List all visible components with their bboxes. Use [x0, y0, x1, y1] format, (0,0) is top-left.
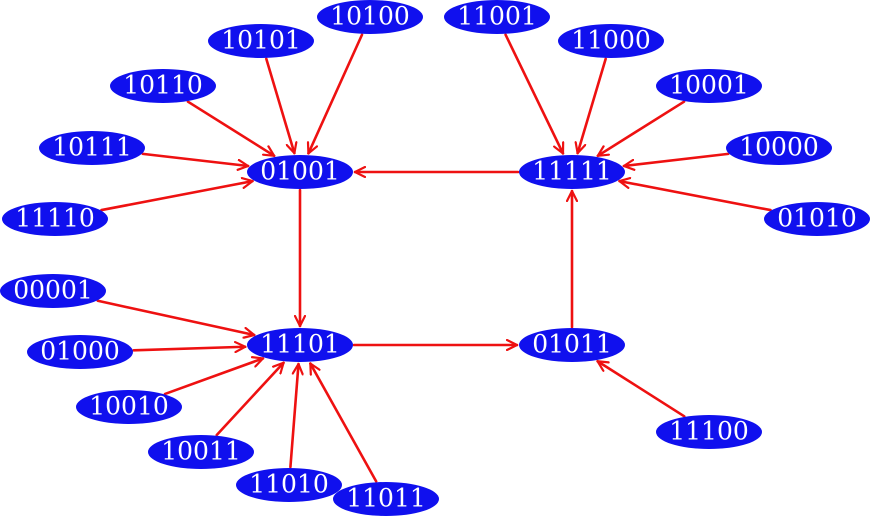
- node-ellipse: [110, 69, 216, 103]
- node-10100: 10100: [317, 0, 423, 34]
- node-01011: 01011: [519, 328, 625, 362]
- node-label: 10110: [123, 71, 203, 100]
- node-label: 10111: [52, 133, 132, 162]
- node-11111: 11111: [519, 155, 625, 189]
- node-label: 11001: [457, 2, 537, 31]
- edge-11001-to-11111: [504, 33, 565, 155]
- node-00001: 00001: [0, 274, 106, 308]
- node-10000: 10000: [726, 131, 832, 165]
- node-label: 10000: [739, 133, 819, 162]
- node-ellipse: [333, 482, 439, 516]
- node-ellipse: [656, 415, 762, 449]
- edge-10101-to-01001: [265, 57, 294, 155]
- node-ellipse: [558, 24, 664, 58]
- node-ellipse: [444, 0, 550, 34]
- node-ellipse: [39, 131, 145, 165]
- node-ellipse: [519, 155, 625, 189]
- node-label: 11100: [669, 417, 749, 446]
- edge-11010-to-11101: [289, 362, 298, 469]
- node-label: 00001: [13, 276, 93, 305]
- node-label: 11011: [346, 484, 426, 513]
- edge-01010-to-11111: [618, 181, 772, 212]
- edge-10001-to-11111: [596, 100, 686, 158]
- node-ellipse: [726, 131, 832, 165]
- edge-10111-to-01001: [141, 152, 250, 166]
- node-label: 10010: [89, 392, 169, 421]
- node-11011: 11011: [333, 482, 439, 516]
- edge-11011-to-11101: [309, 362, 378, 483]
- node-label: 01010: [777, 204, 857, 233]
- edge-11000-to-11111: [578, 57, 607, 155]
- node-label: 01001: [260, 157, 340, 186]
- edge-10000-to-11111: [622, 152, 730, 166]
- node-label: 11111: [532, 157, 612, 186]
- node-label: 11000: [571, 26, 651, 55]
- node-11100: 11100: [656, 415, 762, 449]
- node-11101: 11101: [247, 328, 353, 362]
- node-label: 11101: [260, 330, 340, 359]
- edge-01000-to-11101: [132, 347, 247, 351]
- node-ellipse: [208, 24, 314, 58]
- node-10110: 10110: [110, 69, 216, 103]
- node-11010: 11010: [236, 468, 342, 502]
- node-10010: 10010: [76, 390, 182, 424]
- node-ellipse: [76, 390, 182, 424]
- node-label: 11010: [249, 470, 329, 499]
- edges-layer: [96, 33, 772, 483]
- node-ellipse: [148, 435, 254, 469]
- node-label: 01011: [532, 330, 612, 359]
- node-ellipse: [247, 155, 353, 189]
- node-10001: 10001: [656, 69, 762, 103]
- node-ellipse: [27, 335, 133, 369]
- node-01000: 01000: [27, 335, 133, 369]
- edge-11100-to-01011: [596, 359, 686, 418]
- edge-10110-to-01001: [186, 100, 276, 158]
- node-label: 11110: [15, 204, 95, 233]
- node-11000: 11000: [558, 24, 664, 58]
- edge-10010-to-11101: [163, 358, 265, 396]
- node-01001: 01001: [247, 155, 353, 189]
- node-ellipse: [317, 0, 423, 34]
- node-ellipse: [247, 328, 353, 362]
- edge-10100-to-01001: [308, 33, 364, 155]
- node-10111: 10111: [39, 131, 145, 165]
- node-label: 10011: [161, 437, 241, 466]
- node-10011: 10011: [148, 435, 254, 469]
- node-ellipse: [2, 202, 108, 236]
- node-label: 10001: [669, 71, 749, 100]
- node-label: 10100: [330, 2, 410, 31]
- edge-10011-to-11101: [215, 361, 285, 437]
- node-ellipse: [519, 328, 625, 362]
- node-11001: 11001: [444, 0, 550, 34]
- edge-00001-to-11101: [96, 299, 256, 335]
- node-11110: 11110: [2, 202, 108, 236]
- node-01010: 01010: [764, 202, 870, 236]
- node-label: 10101: [221, 26, 301, 55]
- node-ellipse: [656, 69, 762, 103]
- node-10101: 10101: [208, 24, 314, 58]
- node-label: 01000: [40, 337, 120, 366]
- node-ellipse: [0, 274, 106, 308]
- node-ellipse: [236, 468, 342, 502]
- edge-11110-to-01001: [100, 181, 254, 212]
- node-ellipse: [764, 202, 870, 236]
